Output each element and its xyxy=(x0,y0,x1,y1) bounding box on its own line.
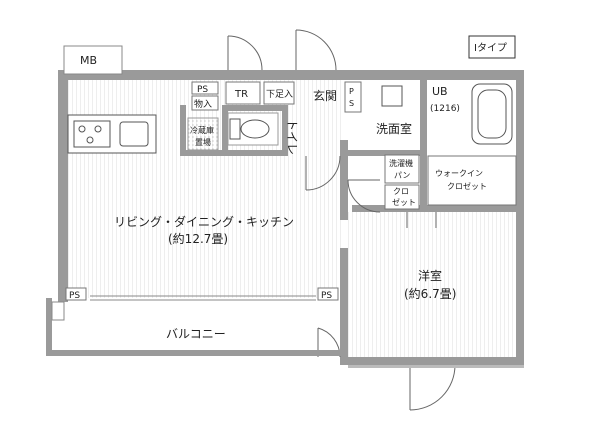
western-label: 洋室 xyxy=(418,268,442,283)
ps-bottom-left: PS xyxy=(65,287,87,301)
washroom-label: 洗面室 xyxy=(376,121,412,136)
svg-text:S: S xyxy=(349,99,354,108)
mb-label: MB xyxy=(80,54,97,67)
svg-text:洗濯機: 洗濯機 xyxy=(389,158,413,168)
ub-size: (1216) xyxy=(430,104,460,114)
svg-text:クロ: クロ xyxy=(393,187,409,196)
shoe-cabinet: 下足入 xyxy=(263,81,295,105)
living-size: (約12.7畳) xyxy=(168,231,228,246)
small-closet: クロ ゼット xyxy=(384,184,420,210)
floor-hatching xyxy=(66,80,518,357)
kitchen xyxy=(67,114,157,154)
fridge-space: 冷蔵庫 置場 xyxy=(187,117,219,151)
balcony-window xyxy=(90,295,316,301)
ub-label: UB xyxy=(432,85,448,98)
ps-top: PS xyxy=(191,81,219,95)
toilet-label: トイレ xyxy=(285,119,299,155)
svg-text:パン: パン xyxy=(394,171,410,180)
ps-vertical: P S xyxy=(344,81,362,113)
type-label-box: Iタイプ xyxy=(468,35,516,59)
western-size: (約6.7畳) xyxy=(404,286,456,301)
ps-bottom-right: PS xyxy=(317,287,339,301)
svg-text:PS: PS xyxy=(321,291,332,301)
door-swings xyxy=(227,29,456,411)
svg-text:ウォークイン: ウォークイン xyxy=(435,169,483,178)
walls xyxy=(58,70,524,365)
svg-text:P: P xyxy=(349,87,354,96)
balcony: バルコニー xyxy=(46,298,342,356)
tr-box: TR xyxy=(225,81,261,105)
svg-text:ゼット: ゼット xyxy=(392,197,416,207)
shoe-cabinet-label: 下足入 xyxy=(266,89,293,100)
svg-text:冷蔵庫: 冷蔵庫 xyxy=(190,125,214,135)
washer-pan: 洗濯機 パン xyxy=(384,154,420,184)
basin-icon xyxy=(381,85,403,107)
inbox: 物入 xyxy=(191,95,219,111)
unit-bath: UB (1216) xyxy=(430,83,513,145)
living-label: リビング・ダイニング・キッチン xyxy=(114,214,294,229)
inbox-label: 物入 xyxy=(194,98,212,110)
entrance-label: 玄関 xyxy=(313,88,337,103)
mb-box: MB xyxy=(63,45,123,75)
toilet-room xyxy=(227,112,279,146)
sink-icon xyxy=(119,121,149,147)
ps-top-label: PS xyxy=(197,85,208,95)
svg-text:置場: 置場 xyxy=(195,137,211,147)
svg-text:クロゼット: クロゼット xyxy=(447,181,487,191)
type-label: Iタイプ xyxy=(474,42,507,54)
svg-text:PS: PS xyxy=(69,291,80,301)
walkin-closet: ウォークイン クロゼット xyxy=(427,155,517,206)
toilet-icon xyxy=(240,119,270,139)
balcony-label: バルコニー xyxy=(166,327,226,341)
tr-label: TR xyxy=(234,89,248,100)
